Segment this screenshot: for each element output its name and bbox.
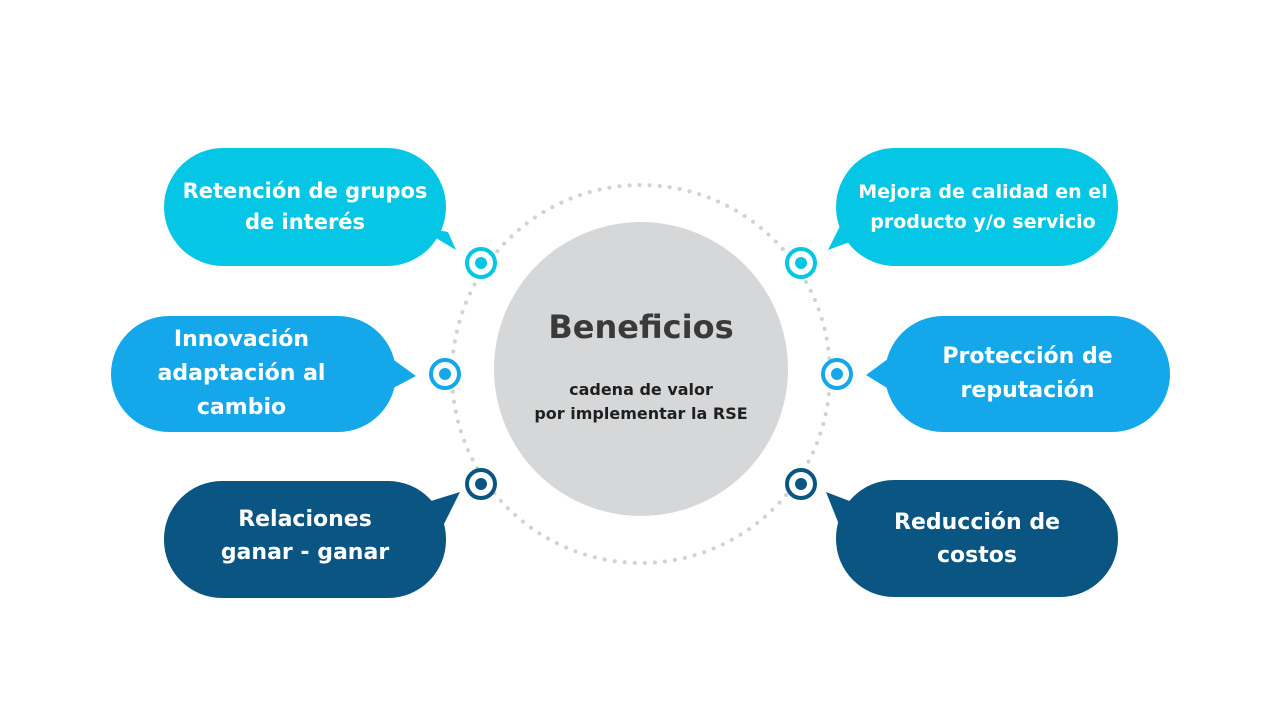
bubble-label-line: Protección de <box>942 344 1113 369</box>
bubble-label-line: cambio <box>196 395 287 420</box>
bubble-reduccion: Reducción de costos <box>836 480 1118 597</box>
bubble-relaciones: Relaciones ganar - ganar <box>164 481 446 598</box>
center-subtitle-line: cadena de valor <box>569 380 713 399</box>
bubble-label-line: producto y/o servicio <box>870 211 1096 233</box>
bubble-label-line: ganar - ganar <box>220 539 390 565</box>
center-subtitle-line: por implementar la RSE <box>534 404 748 423</box>
bubble-mejora: Mejora de calidad en el producto y/o ser… <box>836 148 1118 266</box>
bubble-label-line: adaptación al <box>157 361 326 386</box>
center-circle: Beneficios cadena de valor por implement… <box>494 222 788 516</box>
bubble-label-line: Reducción de <box>894 509 1060 535</box>
bubble-label-line: Mejora de calidad en el <box>858 181 1108 203</box>
marker-proteccion <box>821 358 853 390</box>
marker-innovacion <box>429 358 461 390</box>
marker-reduccion <box>785 468 817 500</box>
bubble-label-line: reputación <box>960 378 1095 403</box>
bubble-innovacion: Innovación adaptación al cambio <box>111 316 396 432</box>
marker-retencion <box>465 247 497 279</box>
bubble-label-line: Innovación <box>173 327 310 352</box>
bubble-label-line: Retención de grupos <box>182 179 428 203</box>
bubble-label-line: de interés <box>244 210 366 234</box>
center-subtitle: cadena de valor por implementar la RSE <box>494 378 788 426</box>
bubble-retencion: Retención de grupos de interés <box>164 148 446 266</box>
bubble-label-line: costos <box>937 542 1017 568</box>
marker-relaciones <box>465 468 497 500</box>
marker-mejora <box>785 247 817 279</box>
bubble-label-line: Relaciones <box>238 506 372 532</box>
center-title: Beneficios <box>548 308 734 346</box>
bubble-proteccion: Protección de reputación <box>885 316 1170 432</box>
